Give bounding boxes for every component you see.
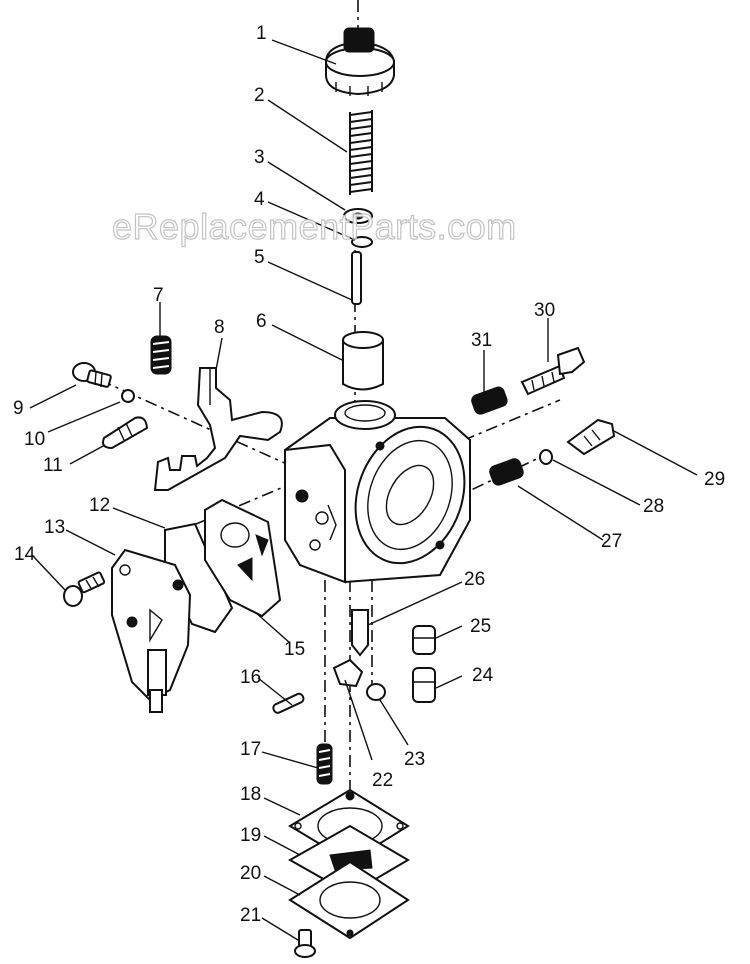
callout-30: 30	[534, 300, 556, 321]
callout-11: 11	[43, 455, 63, 476]
callout-leader-lines	[29, 39, 698, 941]
part-30-adjust-screw	[520, 346, 586, 396]
callout-4: 4	[254, 189, 265, 210]
callout-17: 17	[240, 739, 262, 760]
part-21-screw	[294, 929, 316, 958]
callout-24: 24	[472, 665, 494, 686]
callout-20: 20	[240, 863, 262, 884]
part-7-small-spring	[150, 335, 172, 375]
part-23-screw	[366, 683, 386, 701]
part-31-spring	[471, 386, 508, 415]
part-9-screw	[72, 362, 112, 388]
callout-18: 18	[240, 784, 262, 805]
callout-28: 28	[643, 496, 665, 517]
part-27-spring	[489, 458, 524, 486]
callout-8: 8	[214, 317, 225, 338]
carburetor-body	[284, 400, 471, 584]
callout-10: 10	[24, 429, 46, 450]
part-16-pin	[272, 692, 305, 714]
part-29-needle-screw	[566, 418, 616, 456]
callout-5: 5	[254, 247, 265, 268]
part-6-sleeve	[342, 331, 384, 391]
part-26-inlet-needle	[351, 609, 369, 657]
part-24-fitting	[412, 667, 436, 703]
callout-26: 26	[464, 569, 486, 590]
part-13-pump-cover	[111, 548, 192, 713]
callout-29: 29	[704, 469, 726, 490]
callout-6: 6	[256, 311, 267, 332]
watermark-text: eReplacementParts.com	[111, 205, 517, 247]
callout-23: 23	[404, 749, 426, 770]
part-20-cover	[288, 860, 410, 940]
callout-3: 3	[254, 147, 265, 168]
part-22-metering-lever	[332, 658, 364, 688]
callout-9: 9	[13, 398, 24, 419]
callout-22: 22	[372, 770, 394, 791]
part-15-diaphragm-plate	[204, 498, 282, 618]
callout-14: 14	[14, 544, 36, 565]
part-14-screw	[63, 571, 106, 607]
part-4-oring	[351, 236, 373, 248]
callout-7: 7	[153, 285, 164, 306]
callout-1: 1	[256, 23, 267, 44]
part-2-spring	[349, 110, 373, 195]
part-8-lever	[153, 367, 283, 491]
part-10-washer	[121, 389, 135, 403]
callout-2: 2	[254, 85, 265, 106]
part-5-needle	[351, 251, 362, 305]
part-28-oring	[539, 449, 553, 465]
callout-25: 25	[470, 616, 492, 637]
part-1-adjuster-cap	[325, 27, 395, 96]
callout-13: 13	[44, 517, 66, 538]
callout-12: 12	[89, 495, 111, 516]
callout-27: 27	[601, 531, 623, 552]
callout-19: 19	[240, 825, 262, 846]
part-17-spring	[316, 743, 333, 785]
part-11-pin	[102, 416, 149, 450]
callout-31: 31	[471, 330, 493, 351]
callout-21: 21	[240, 905, 262, 926]
callout-15: 15	[284, 639, 306, 660]
part-3-washer	[343, 208, 373, 224]
part-25-fitting	[412, 625, 436, 655]
callout-16: 16	[240, 667, 262, 688]
